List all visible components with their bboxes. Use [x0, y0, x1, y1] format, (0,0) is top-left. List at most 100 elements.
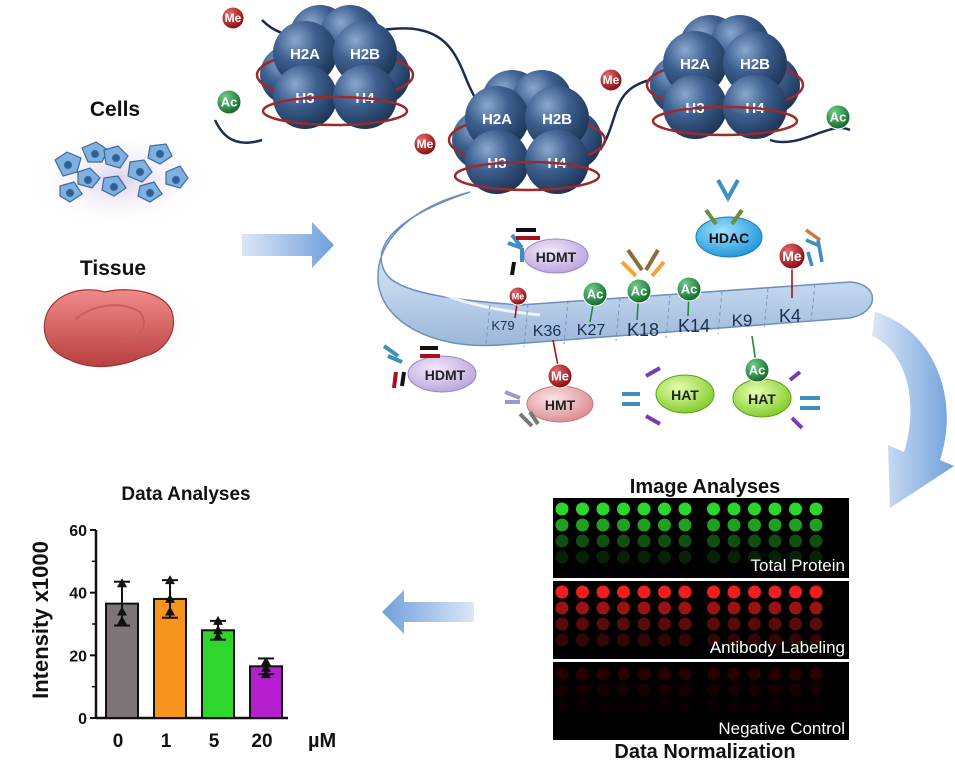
- array-spot: [678, 667, 692, 681]
- acetyl-mark-8: Ac: [626, 278, 652, 321]
- array-spot: [768, 534, 782, 548]
- bar-5: [201, 629, 235, 719]
- array-spot: [555, 683, 569, 697]
- hdmt-label-top: HDMT: [536, 249, 577, 265]
- dna-wrap: [651, 105, 799, 137]
- array-spot: [678, 518, 692, 532]
- svg-text:Ac: Ac: [681, 282, 698, 297]
- cells-icon: [54, 141, 189, 203]
- array-spot: [809, 534, 823, 548]
- svg-text:Me: Me: [512, 291, 525, 301]
- array-spot: [555, 667, 569, 681]
- arrow-histone-to-image: [872, 312, 954, 508]
- array-spot: [555, 550, 569, 564]
- arrow-samples-to-histone: [242, 222, 334, 268]
- arrow-image-to-data: [382, 590, 474, 634]
- histone-ball-h2b: [525, 86, 589, 150]
- array-spot: [555, 617, 569, 631]
- array-spot: [637, 667, 651, 681]
- dna-strand: [213, 119, 263, 144]
- methyl-mark-4: Me: [599, 68, 623, 92]
- array-spot: [596, 601, 610, 615]
- chart-title: Data Analyses: [121, 484, 250, 505]
- x-tick-label: 5: [209, 731, 220, 752]
- array-spot: [617, 502, 630, 516]
- methyl-mark-1: Me: [221, 6, 245, 30]
- array-spot: [727, 534, 741, 548]
- array-spot: [576, 518, 589, 532]
- array-spot: [768, 550, 782, 564]
- hdmt-enzyme-bottom: HDMT: [407, 355, 477, 393]
- histone-ball-h2a: [273, 21, 337, 85]
- array-spot: [658, 617, 671, 631]
- array-spot: [727, 667, 741, 681]
- array-spot: [596, 502, 610, 516]
- data-point: [117, 578, 127, 588]
- svg-text:Me: Me: [225, 11, 242, 25]
- array-spot: [748, 585, 761, 599]
- image-analyses-title: Image Analyses: [630, 476, 780, 498]
- methyl-mark-11: Me: [547, 339, 573, 389]
- array-spot: [637, 502, 651, 516]
- array-spot: [637, 518, 651, 532]
- x-tick-label: 0: [113, 731, 124, 752]
- array-spot: [678, 601, 692, 615]
- array-spot: [658, 699, 671, 713]
- array-spot: [658, 667, 671, 681]
- acetyl-mark-2: Ac: [216, 89, 242, 115]
- array-spot: [576, 633, 589, 647]
- dna-strand: [769, 126, 851, 144]
- array-spot: [768, 699, 782, 713]
- array-spot: [678, 534, 692, 548]
- x-tick-label: 1: [161, 731, 172, 752]
- array-spot: [748, 601, 761, 615]
- panel-label-total-protein: Total Protein: [751, 556, 846, 575]
- array-spot: [768, 617, 782, 631]
- data-point: [117, 615, 127, 625]
- acetyl-mark-12: Ac: [744, 335, 770, 383]
- array-spot: [809, 550, 823, 564]
- antibody-icon: [507, 228, 540, 276]
- array-spot: [596, 633, 610, 647]
- antibody-icon: [704, 179, 744, 226]
- data-point: [261, 656, 271, 666]
- array-spot: [617, 699, 630, 713]
- red-dot-array: [555, 585, 823, 647]
- array-spot: [748, 633, 761, 647]
- methyl-mark-6: Me: [508, 286, 528, 319]
- data-point: [213, 631, 223, 641]
- array-spot: [707, 585, 720, 599]
- array-spot: [789, 617, 802, 631]
- x-tick-label: 20: [251, 731, 272, 752]
- data-normalization-label: Data Normalization: [614, 741, 795, 763]
- antibody-icon: [788, 370, 820, 430]
- array-spot: [789, 585, 802, 599]
- array-spot: [789, 534, 802, 548]
- histone-label-h2a: H2A: [290, 46, 320, 63]
- svg-text:Ac: Ac: [631, 284, 648, 299]
- histone-label-h2b: H2B: [542, 111, 572, 128]
- array-spot: [596, 617, 610, 631]
- array-spot: [789, 683, 802, 697]
- histone-ball-h2a: [663, 31, 727, 95]
- svg-text:Me: Me: [603, 73, 620, 87]
- array-spot: [707, 601, 720, 615]
- array-spot: [809, 667, 823, 681]
- array-spot: [809, 699, 823, 713]
- array-spot: [727, 502, 741, 516]
- array-spot: [617, 585, 630, 599]
- array-spot: [809, 617, 823, 631]
- panel-label-negative-control: Negative Control: [718, 719, 845, 738]
- hmt-enzyme: HMT: [526, 385, 594, 423]
- cells-label: Cells: [90, 98, 140, 121]
- array-spot: [768, 683, 782, 697]
- dna-wrap: [261, 95, 409, 127]
- y-tick-label: 40: [69, 586, 87, 603]
- array-spot: [658, 534, 671, 548]
- array-spot: [768, 502, 782, 516]
